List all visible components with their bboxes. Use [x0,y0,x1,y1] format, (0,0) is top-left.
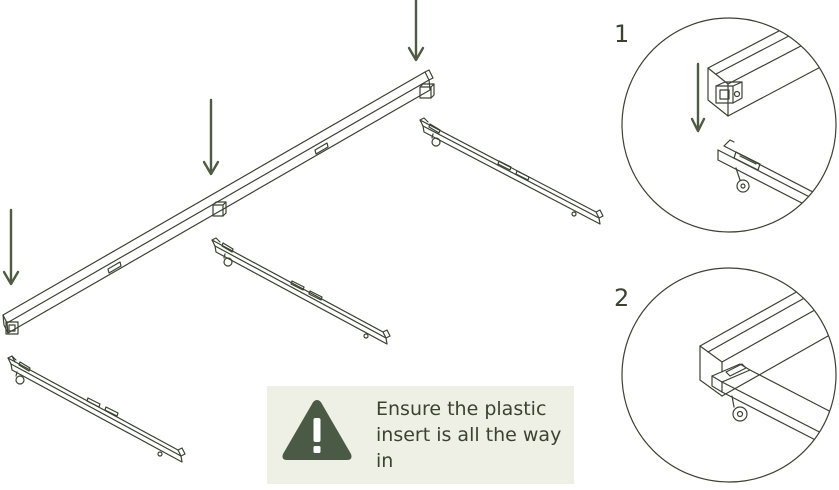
arrow-step-1 [692,64,704,131]
arrow-top [409,0,423,60]
side-rail-middle [212,238,390,344]
arrow-middle [204,100,218,174]
arrow-left [4,210,18,284]
warning-note: Ensure the plastic insert is all the way… [267,386,574,484]
caster-wheel-icon [432,138,440,146]
detail-step-1-contents [708,20,839,220]
side-rail-right [420,118,603,224]
detail-circle-step-1 [622,18,836,232]
caster-wheel-icon [16,376,24,384]
step-number-1: 1 [614,22,629,46]
caster-wheel-icon [224,258,232,266]
insert-block-right [420,84,434,98]
warning-triangle-icon [279,396,355,466]
detail-step-2-contents [700,290,835,450]
side-rail-left [8,356,185,462]
step-number-2: 2 [614,286,629,310]
warning-text: Ensure the plastic insert is all the way… [376,396,566,474]
